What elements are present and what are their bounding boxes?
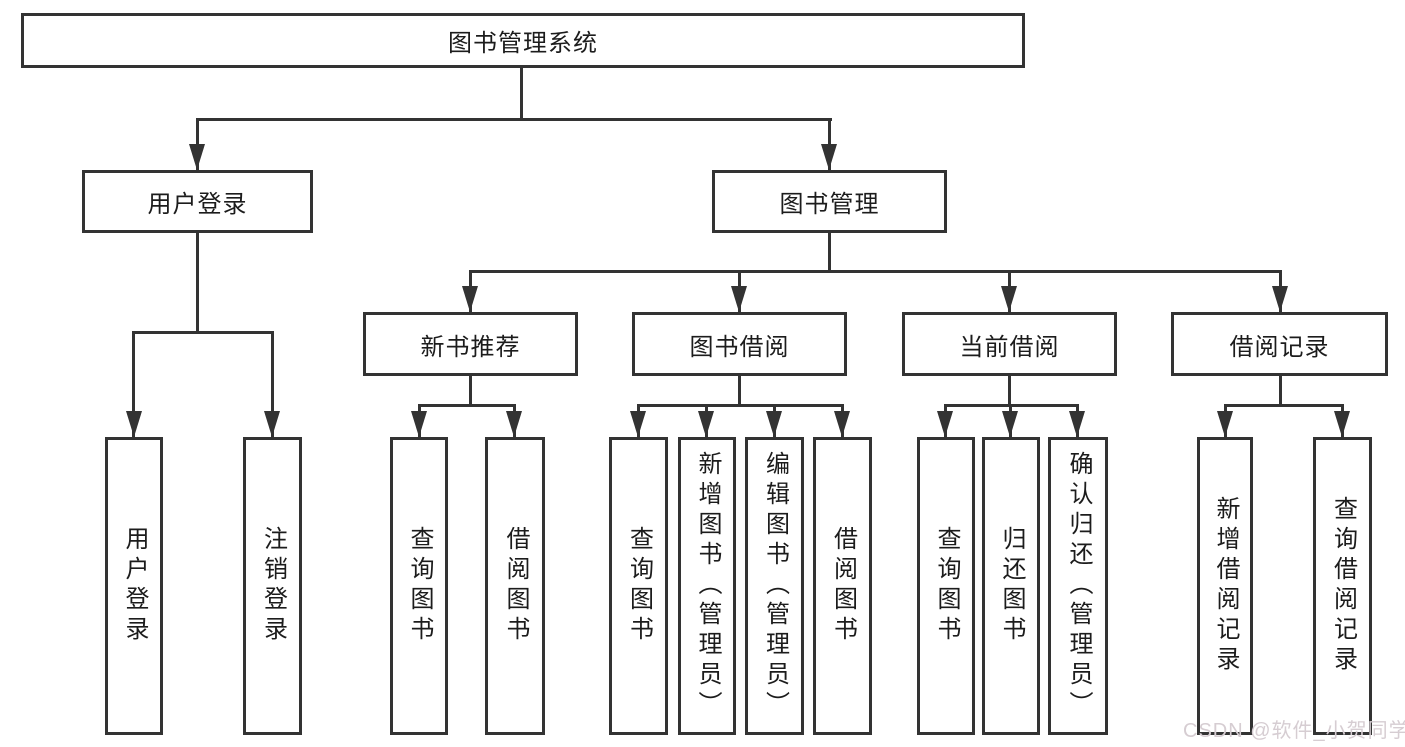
arrowhead — [937, 411, 953, 437]
node-cb-query-books: 查询图书 — [917, 437, 975, 735]
node-current-borrow: 当前借阅 — [902, 312, 1117, 376]
node-br-query-record: 查询借阅记录 — [1313, 437, 1372, 735]
connector-line — [196, 233, 199, 333]
node-user-login-branch-label: 用户登录 — [147, 191, 248, 218]
connector-line — [196, 118, 832, 121]
connector-line — [828, 233, 831, 272]
arrowhead — [1334, 411, 1350, 437]
arrowhead — [189, 144, 205, 170]
connector-line — [1224, 404, 1344, 407]
node-bb-add-books: 新增图书（管理员） — [678, 437, 736, 735]
arrowhead — [1069, 411, 1085, 437]
connector-line — [1279, 376, 1282, 406]
connector-line — [132, 331, 135, 437]
node-user-login-leaf: 用户登录 — [105, 437, 163, 735]
arrowhead — [731, 286, 747, 312]
node-new-book-rec: 新书推荐 — [363, 312, 578, 376]
node-logout-leaf-label: 注销登录 — [259, 526, 287, 646]
node-user-login-leaf-label: 用户登录 — [121, 526, 148, 646]
node-cb-confirm-return: 确认归还（管理员） — [1048, 437, 1108, 735]
node-book-mgmt-branch-label: 图书管理 — [779, 191, 880, 218]
arrowhead — [1001, 286, 1017, 312]
node-bb-query-books: 查询图书 — [609, 437, 668, 735]
node-cb-query-books-label: 查询图书 — [933, 526, 960, 646]
node-cb-confirm-return-label: 确认归还（管理员） — [1065, 451, 1092, 721]
arrowhead — [126, 411, 142, 437]
node-borrow-records: 借阅记录 — [1171, 312, 1388, 376]
node-user-login-branch: 用户登录 — [82, 170, 313, 233]
node-br-query-record-label: 查询借阅记录 — [1329, 496, 1357, 676]
arrowhead — [1002, 411, 1018, 437]
arrowhead — [821, 144, 837, 170]
node-book-borrow: 图书借阅 — [632, 312, 847, 376]
node-bb-edit-books-label: 编辑图书（管理员） — [761, 451, 789, 721]
arrowhead — [766, 411, 782, 437]
csdn-watermark: CSDN @软件_小贺同学 — [1183, 720, 1405, 742]
connector-line — [418, 404, 516, 407]
node-bb-query-books-label: 查询图书 — [625, 526, 653, 646]
node-nbr-query-books: 查询图书 — [390, 437, 448, 735]
arrowhead — [506, 411, 522, 437]
connector-line — [738, 376, 741, 406]
node-cb-return-books-label: 归还图书 — [998, 526, 1025, 646]
connector-line — [132, 331, 274, 334]
node-logout-leaf: 注销登录 — [243, 437, 302, 735]
connector-line — [469, 270, 1282, 273]
arrowhead — [834, 411, 850, 437]
node-bb-add-books-label: 新增图书（管理员） — [694, 451, 721, 721]
node-root: 图书管理系统 — [21, 13, 1025, 68]
node-current-borrow-label: 当前借阅 — [959, 333, 1060, 361]
arrowhead — [411, 411, 427, 437]
node-bb-edit-books: 编辑图书（管理员） — [745, 437, 804, 735]
connector-line — [1008, 376, 1011, 406]
arrowhead — [1272, 286, 1288, 312]
node-nbr-borrow-books: 借阅图书 — [485, 437, 545, 735]
node-borrow-records-label: 借阅记录 — [1229, 333, 1330, 361]
connector-line — [520, 68, 523, 121]
node-nbr-borrow-books-label: 借阅图书 — [502, 526, 529, 646]
node-br-add-record-label: 新增借阅记录 — [1212, 496, 1239, 676]
node-book-borrow-label: 图书借阅 — [689, 333, 790, 361]
arrowhead — [462, 286, 478, 312]
node-bb-borrow-books-label: 借阅图书 — [829, 526, 857, 646]
node-cb-return-books: 归还图书 — [982, 437, 1040, 735]
node-book-mgmt-branch: 图书管理 — [712, 170, 947, 233]
node-new-book-rec-label: 新书推荐 — [420, 333, 521, 361]
connector-line — [637, 404, 844, 407]
connector-line — [469, 376, 472, 406]
node-bb-borrow-books: 借阅图书 — [813, 437, 872, 735]
arrowhead — [630, 411, 646, 437]
node-root-label: 图书管理系统 — [448, 30, 598, 57]
arrowhead — [698, 411, 714, 437]
arrowhead — [264, 411, 280, 437]
connector-line — [271, 331, 274, 437]
node-nbr-query-books-label: 查询图书 — [406, 526, 433, 646]
arrowhead — [1217, 411, 1233, 437]
node-br-add-record: 新增借阅记录 — [1197, 437, 1253, 735]
